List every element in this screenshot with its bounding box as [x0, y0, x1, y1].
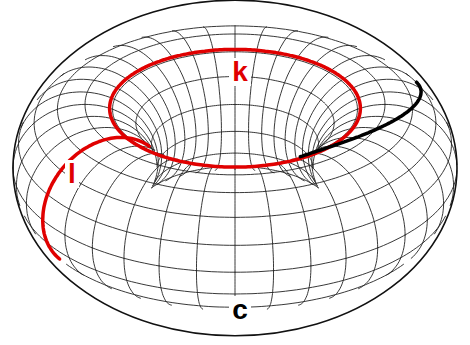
grid-line: [159, 163, 195, 305]
grid-line: [25, 216, 446, 294]
curve-label: c: [229, 296, 251, 324]
grid-line: [85, 34, 385, 175]
grid-line: [315, 146, 405, 275]
grid-line: [136, 77, 334, 148]
meridian-curve: [43, 137, 150, 259]
curve-label: l: [65, 160, 79, 188]
grid-line: [312, 92, 449, 181]
grid-line: [65, 146, 155, 275]
grid-line: [317, 116, 454, 205]
grid-line: [37, 79, 161, 185]
grid-line: [16, 116, 153, 205]
grid-line: [235, 26, 236, 170]
grid-line: [34, 74, 436, 218]
grid-line: [197, 166, 215, 310]
grid-line: [61, 67, 168, 188]
grid-line: [13, 104, 157, 168]
grid-line: [235, 166, 236, 310]
grid-line: [306, 153, 378, 288]
grid-line: [255, 166, 273, 310]
grid-line: [275, 163, 311, 305]
grid-line: [92, 153, 164, 288]
grid-line: [292, 159, 346, 298]
grid-line: [57, 26, 412, 193]
grid-line: [43, 137, 150, 258]
grid-line: [124, 159, 178, 298]
grid-line: [13, 168, 457, 272]
grid-line: [152, 105, 319, 152]
grid-line: [321, 137, 428, 258]
grid-line: [21, 92, 158, 181]
grid-line: [303, 67, 410, 188]
torus-outline: [13, 0, 457, 336]
torus-knot-curve: [300, 82, 421, 157]
grid-line: [19, 123, 452, 246]
curve-label: k: [229, 58, 251, 86]
grid-line: [152, 166, 318, 187]
